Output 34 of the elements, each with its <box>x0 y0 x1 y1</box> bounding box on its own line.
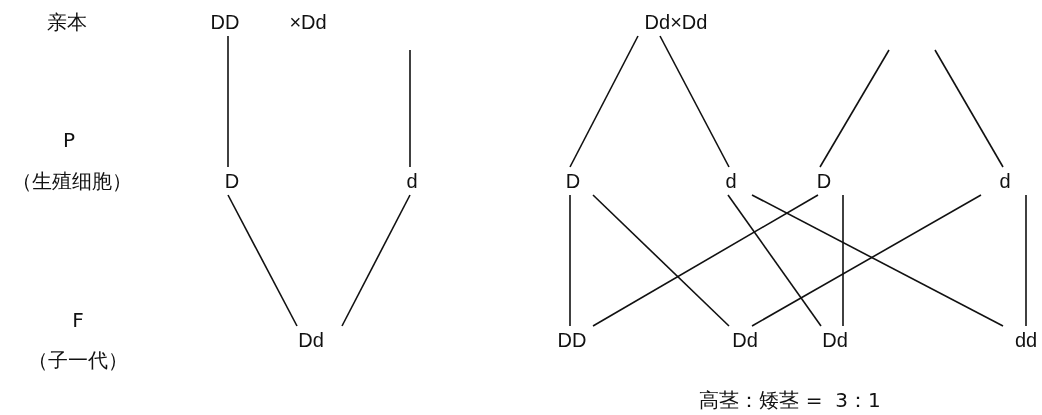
connector-line <box>227 194 298 327</box>
connector-line <box>1025 194 1027 327</box>
genotype-label: D <box>816 169 832 193</box>
connector-line <box>592 194 819 327</box>
genotype-label: d <box>999 169 1011 193</box>
connector-line <box>727 194 822 327</box>
genotype-label: Dd×Dd <box>644 10 708 34</box>
genotype-label: Dd <box>732 328 758 352</box>
genotype-label: DD <box>210 10 240 34</box>
connector-line <box>569 35 639 168</box>
connector-line <box>934 49 1004 168</box>
connector-line <box>409 49 411 168</box>
connector-line <box>842 194 844 327</box>
genotype-label: DD <box>557 328 587 352</box>
genotype-label: d <box>406 169 418 193</box>
connector-line <box>819 49 890 168</box>
ratio-text: 高茎：矮茎 = 3：1 <box>699 388 881 412</box>
generation-label: （子一代） <box>28 348 128 372</box>
genotype-label: d <box>725 169 737 193</box>
genotype-label: Dd <box>298 328 324 352</box>
generation-label: （生殖细胞） <box>12 169 132 193</box>
generation-label: 亲本 <box>47 10 87 34</box>
genotype-label: D <box>565 169 581 193</box>
connector-line <box>227 35 229 168</box>
generation-label: P <box>62 128 76 152</box>
connector-line <box>592 194 730 327</box>
genotype-label: D <box>224 169 240 193</box>
genotype-label: Dd <box>822 328 848 352</box>
genotype-label: ×Dd <box>289 10 327 34</box>
connector-line <box>569 194 571 327</box>
genotype-label: dd <box>1014 328 1038 352</box>
connector-line <box>341 194 411 327</box>
generation-label: F <box>72 308 84 332</box>
connector-line <box>659 35 730 168</box>
